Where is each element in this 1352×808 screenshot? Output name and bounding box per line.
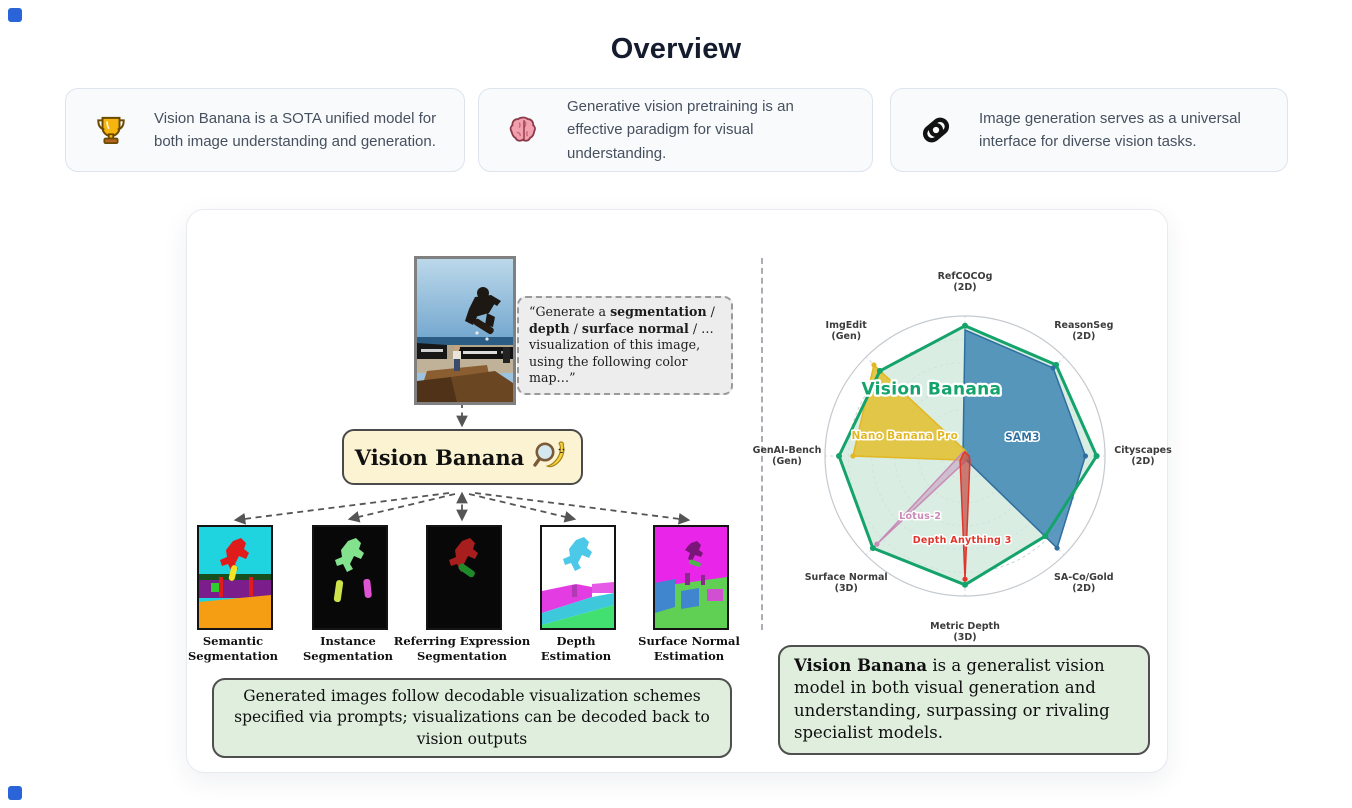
svg-text:ImgEdit(Gen): ImgEdit(Gen) bbox=[826, 320, 868, 342]
right-caption: Vision Banana is a generalist vision mod… bbox=[778, 645, 1150, 755]
input-photo bbox=[414, 256, 516, 405]
svg-text:SAM3: SAM3 bbox=[1005, 432, 1040, 444]
brain-icon bbox=[509, 116, 536, 142]
takeaway-card-2: Generative vision pretraining is an effe… bbox=[478, 88, 873, 172]
takeaway-text: Vision Banana is a SOTA unified model fo… bbox=[154, 109, 437, 150]
depth-estimation-image bbox=[540, 525, 616, 630]
corner-marker-top bbox=[8, 8, 22, 22]
model-name: Vision Banana bbox=[354, 444, 525, 470]
prompt-box: “Generate a segmentation / depth / surfa… bbox=[517, 296, 733, 396]
semantic-segmentation-image bbox=[197, 525, 273, 630]
link-icon bbox=[922, 117, 950, 143]
corner-marker-bottom bbox=[8, 786, 22, 800]
trophy-icon bbox=[97, 116, 125, 144]
takeaway-card-3: Image generation serves as a universal i… bbox=[890, 88, 1288, 172]
svg-text:Cityscapes(2D): Cityscapes(2D) bbox=[1114, 445, 1172, 467]
svg-text:SA-Co/Gold(2D): SA-Co/Gold(2D) bbox=[1054, 572, 1114, 594]
svg-text:RefCOCOg(2D): RefCOCOg(2D) bbox=[938, 271, 993, 293]
svg-text:Vision Banana: Vision Banana bbox=[861, 379, 1001, 399]
svg-text:Nano Banana Pro: Nano Banana Pro bbox=[851, 430, 958, 442]
banana-magnifier-icon bbox=[533, 441, 565, 468]
svg-text:Surface Normal(3D): Surface Normal(3D) bbox=[805, 572, 888, 594]
referring-expression-segmentation-image bbox=[426, 525, 502, 630]
svg-text:ReasonSeg(2D): ReasonSeg(2D) bbox=[1054, 320, 1113, 342]
svg-text:Metric Depth(3D): Metric Depth(3D) bbox=[930, 621, 1000, 643]
connector-arrows bbox=[233, 402, 691, 525]
surface-normal-estimation-image bbox=[653, 525, 729, 630]
panel-separator bbox=[761, 258, 763, 630]
svg-text:Lotus-2: Lotus-2 bbox=[899, 511, 941, 522]
left-caption: Generated images follow decodable visual… bbox=[212, 678, 732, 759]
vision-banana-model-box: Vision Banana bbox=[342, 429, 583, 485]
takeaway-text: Generative vision pretraining is an effe… bbox=[567, 98, 794, 162]
svg-text:GenAI-Bench(Gen): GenAI-Bench(Gen) bbox=[753, 445, 822, 467]
instance-segmentation-image bbox=[312, 525, 388, 630]
page-title: Overview bbox=[610, 33, 742, 65]
takeaway-text: Image generation serves as a universal i… bbox=[979, 109, 1241, 150]
prompt-text: “Generate a segmentation / depth / surfa… bbox=[529, 304, 715, 386]
svg-text:Depth Anything 3: Depth Anything 3 bbox=[913, 535, 1012, 546]
figure-card: “Generate a segmentation / depth / surfa… bbox=[186, 209, 1172, 773]
radar-chart: RefCOCOg(2D) ReasonSeg(2D) Cityscapes(2D) S… bbox=[753, 271, 1172, 643]
takeaway-card-1: Vision Banana is a SOTA unified model fo… bbox=[65, 88, 465, 172]
